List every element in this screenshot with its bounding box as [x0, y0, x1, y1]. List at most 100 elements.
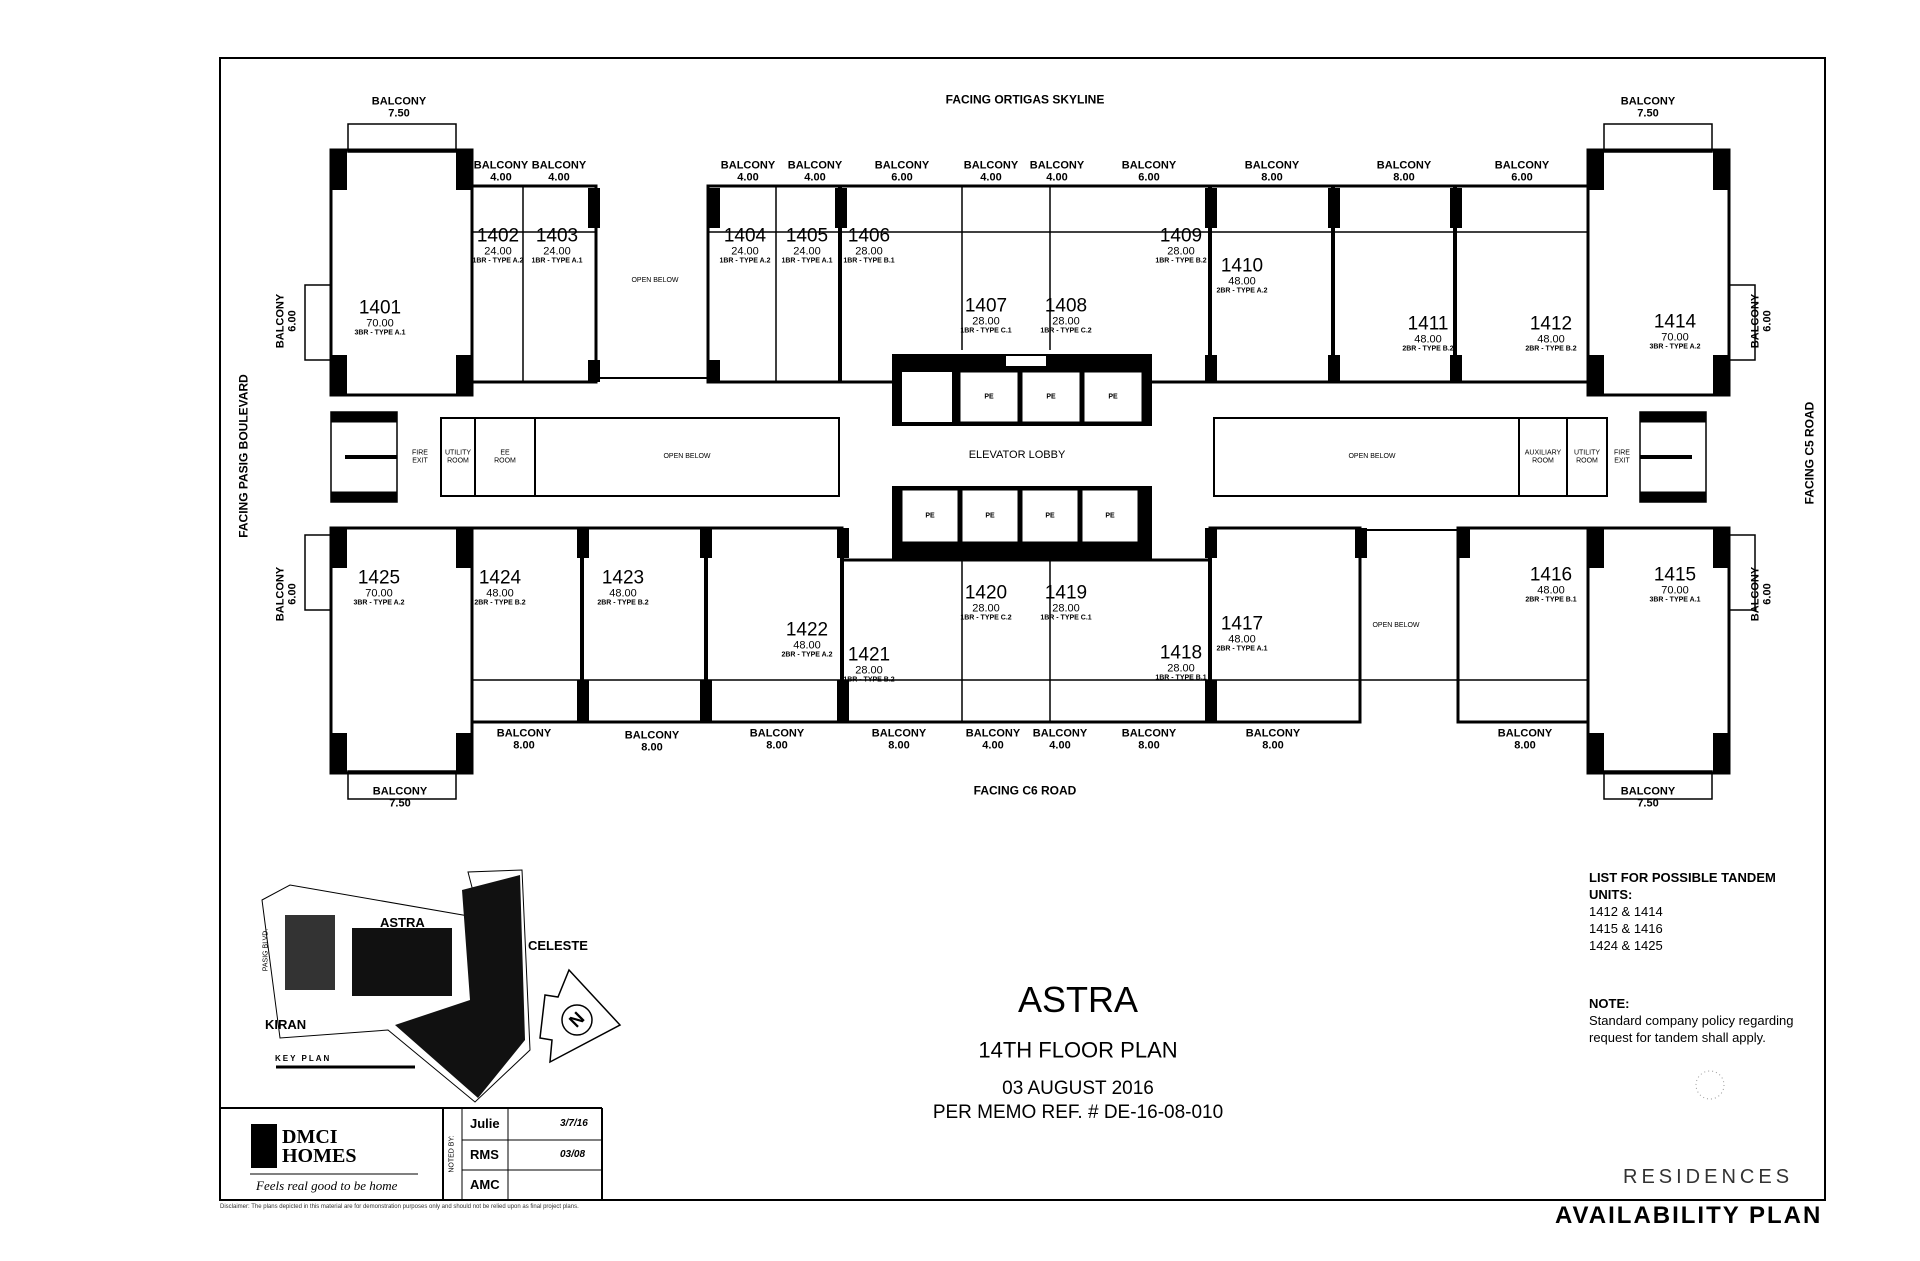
- facing-left-label: FACING PASIG BOULEVARD: [236, 374, 251, 538]
- note-text: Standard company policy regarding reques…: [1589, 1012, 1794, 1045]
- open-below-label: OPEN BELOW: [663, 453, 711, 461]
- key-plan: [261, 869, 622, 1103]
- facing-top-label: FACING ORTIGAS SKYLINE: [945, 92, 1105, 107]
- elevator-pe-label: PE: [925, 512, 935, 520]
- utility-room-label: UTILITY ROOM: [444, 449, 472, 464]
- key-plan-astra: ASTRA: [380, 915, 425, 930]
- key-plan-road: PASIG BLVD.: [262, 928, 270, 972]
- stairs: [330, 411, 1707, 503]
- noted-by-label: NOTED BY:: [448, 1135, 456, 1173]
- elevator-pe-label: PE: [985, 512, 995, 520]
- key-plan-celeste: CELESTE: [528, 938, 588, 953]
- auxiliary-room-label: AUXILIARY ROOM: [1524, 449, 1562, 464]
- facing-right-label: FACING C5 ROAD: [1802, 401, 1817, 505]
- note-block: NOTE: Standard company policy regarding …: [1589, 996, 1829, 1047]
- disclaimer: Disclaimer: The plans depicted in this m…: [220, 1204, 579, 1210]
- signer-name: AMC: [470, 1177, 500, 1192]
- utility-room-label: UTILITY ROOM: [1573, 449, 1601, 464]
- elevator-core-bottom: [892, 486, 1152, 560]
- signer-name: Julie: [470, 1116, 500, 1131]
- sheet-frame: [219, 57, 1826, 1201]
- tandem-heading: LIST FOR POSSIBLE TANDEM UNITS:: [1589, 870, 1776, 902]
- project-title: ASTRA: [1017, 979, 1139, 1021]
- memo-ref: PER MEMO REF. # DE-16-08-010: [932, 1102, 1224, 1124]
- tandem-list: LIST FOR POSSIBLE TANDEM UNITS: 1412 & 1…: [1589, 870, 1789, 954]
- note-heading: NOTE:: [1589, 996, 1630, 1011]
- elevator-lobby-label: ELEVATOR LOBBY: [968, 449, 1066, 462]
- columns: [331, 150, 1729, 773]
- elevator-pe-label: PE: [984, 393, 994, 401]
- brand-tagline: Feels real good to be home: [256, 1178, 398, 1193]
- key-plan-label: KEY PLAN: [275, 1054, 332, 1063]
- elevator-pe-label: PE: [1108, 393, 1118, 401]
- walls: [304, 123, 1756, 800]
- signer-date: 03/08: [560, 1149, 586, 1160]
- tandem-pair: 1415 & 1416: [1589, 920, 1663, 936]
- signer-date: 3/7/16: [560, 1118, 588, 1129]
- tandem-pair: 1412 & 1414: [1589, 903, 1663, 919]
- residences-logo: [1695, 1070, 1725, 1100]
- fire-exit-label: FIRE EXIT: [1614, 449, 1630, 464]
- open-below-label: OPEN BELOW: [1372, 622, 1420, 630]
- elevator-core-top: [892, 354, 1152, 426]
- elevator-pe-label: PE: [1046, 393, 1056, 401]
- ee-room-label: EE ROOM: [494, 449, 516, 464]
- tandem-pair: 1424 & 1425: [1589, 937, 1663, 953]
- plan-date: 03 AUGUST 2016: [1002, 1078, 1154, 1100]
- availability-plan-title: AVAILABILITY PLAN: [1555, 1202, 1823, 1229]
- elevator-pe-label: PE: [1045, 512, 1055, 520]
- fire-exit-label: FIRE EXIT: [412, 449, 428, 464]
